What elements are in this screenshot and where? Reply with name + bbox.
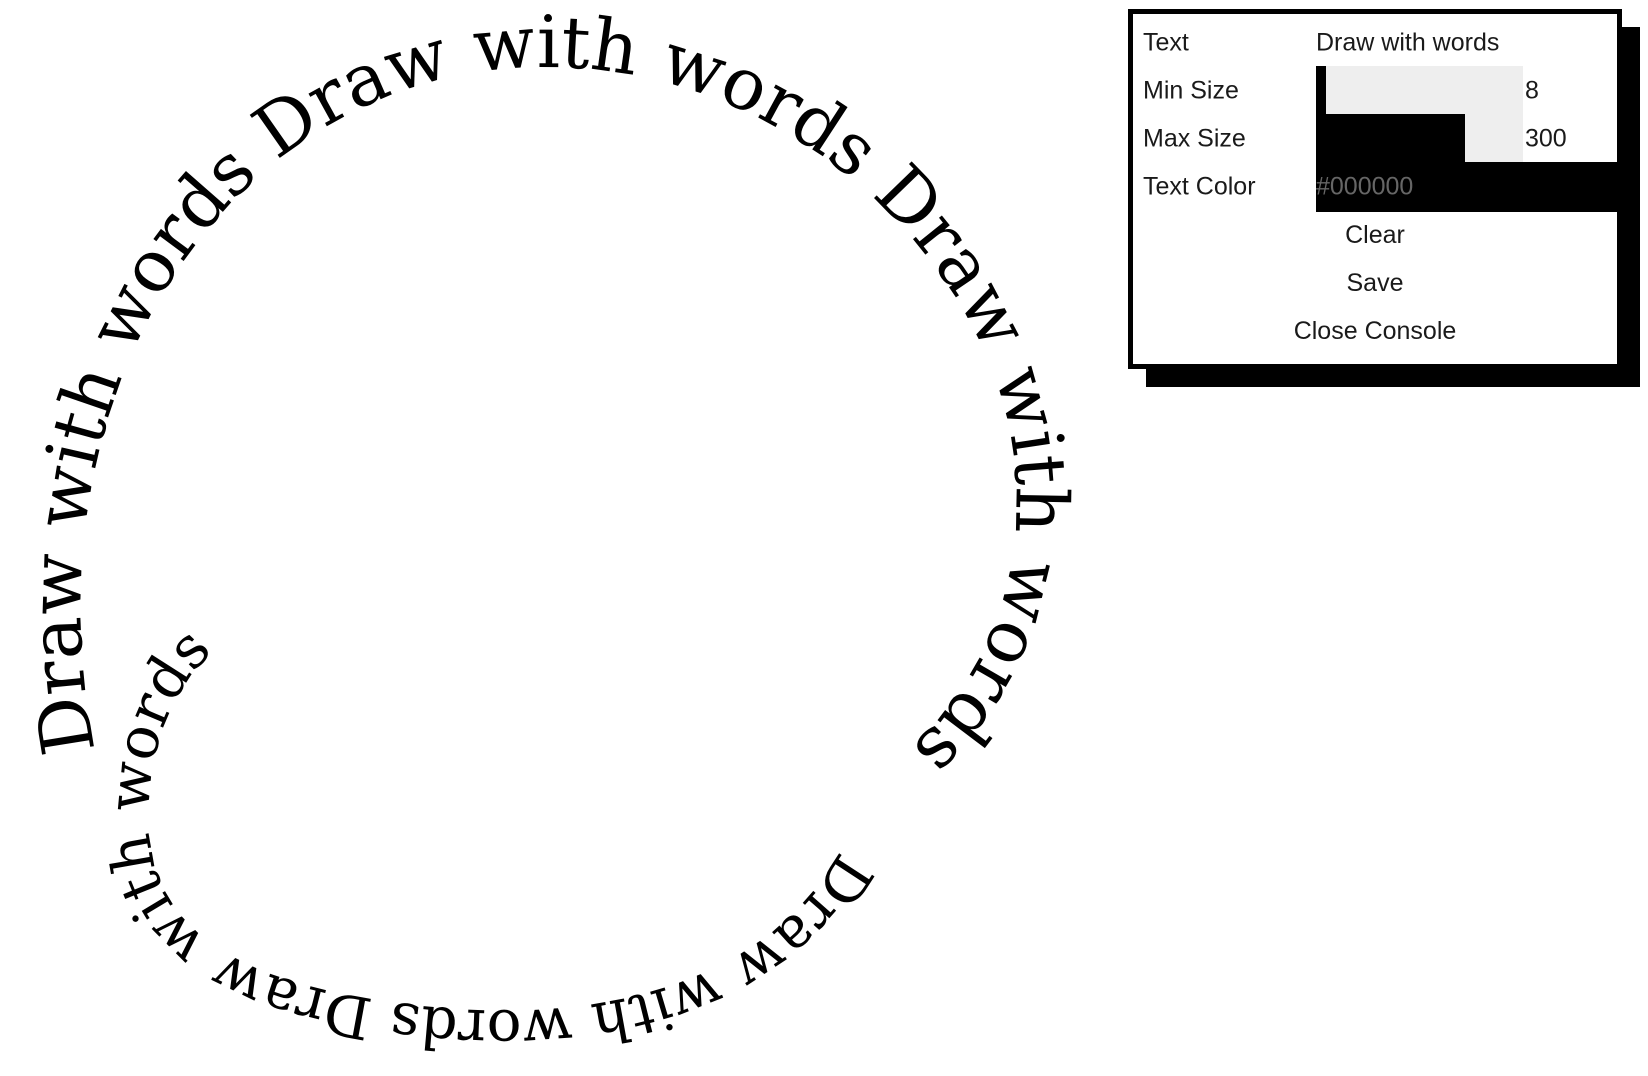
word-run-4: Draw with words bbox=[385, 843, 886, 1065]
text-input[interactable]: Draw with words bbox=[1316, 28, 1500, 57]
word-run-3: Draw with words bbox=[859, 148, 1084, 794]
min-size-slider[interactable]: 8 bbox=[1316, 66, 1610, 116]
min-size-value: 8 bbox=[1525, 76, 1539, 105]
save-button[interactable]: Save bbox=[1346, 269, 1404, 297]
console-panel: Text Draw with words Min Size 8 Max Size… bbox=[1128, 9, 1622, 369]
min-size-track bbox=[1316, 66, 1523, 116]
min-size-fill bbox=[1316, 66, 1327, 116]
word-path-loop: Draw with words Draw with words bbox=[94, 614, 886, 1065]
max-size-fill bbox=[1316, 114, 1466, 164]
text-color-label: Text Color bbox=[1143, 172, 1256, 201]
text-row: Text Draw with words bbox=[1133, 18, 1617, 68]
min-size-label: Min Size bbox=[1143, 76, 1239, 105]
max-size-track bbox=[1316, 114, 1523, 164]
word-run-2: Draw with words bbox=[238, 0, 895, 194]
max-size-slider[interactable]: 300 bbox=[1316, 114, 1610, 164]
max-size-value: 300 bbox=[1525, 124, 1567, 153]
word-run-5: Draw with words bbox=[94, 614, 377, 1053]
close-console-button[interactable]: Close Console bbox=[1293, 317, 1457, 345]
text-color-picker[interactable]: #000000 bbox=[1316, 162, 1622, 212]
max-size-row: Max Size 300 bbox=[1133, 114, 1617, 164]
text-label: Text bbox=[1143, 28, 1189, 57]
text-color-row: Text Color #000000 bbox=[1133, 162, 1622, 212]
text-color-value: #000000 bbox=[1316, 172, 1414, 201]
clear-button[interactable]: Clear bbox=[1345, 221, 1405, 249]
max-size-label: Max Size bbox=[1143, 124, 1246, 153]
min-size-row: Min Size 8 bbox=[1133, 66, 1617, 116]
